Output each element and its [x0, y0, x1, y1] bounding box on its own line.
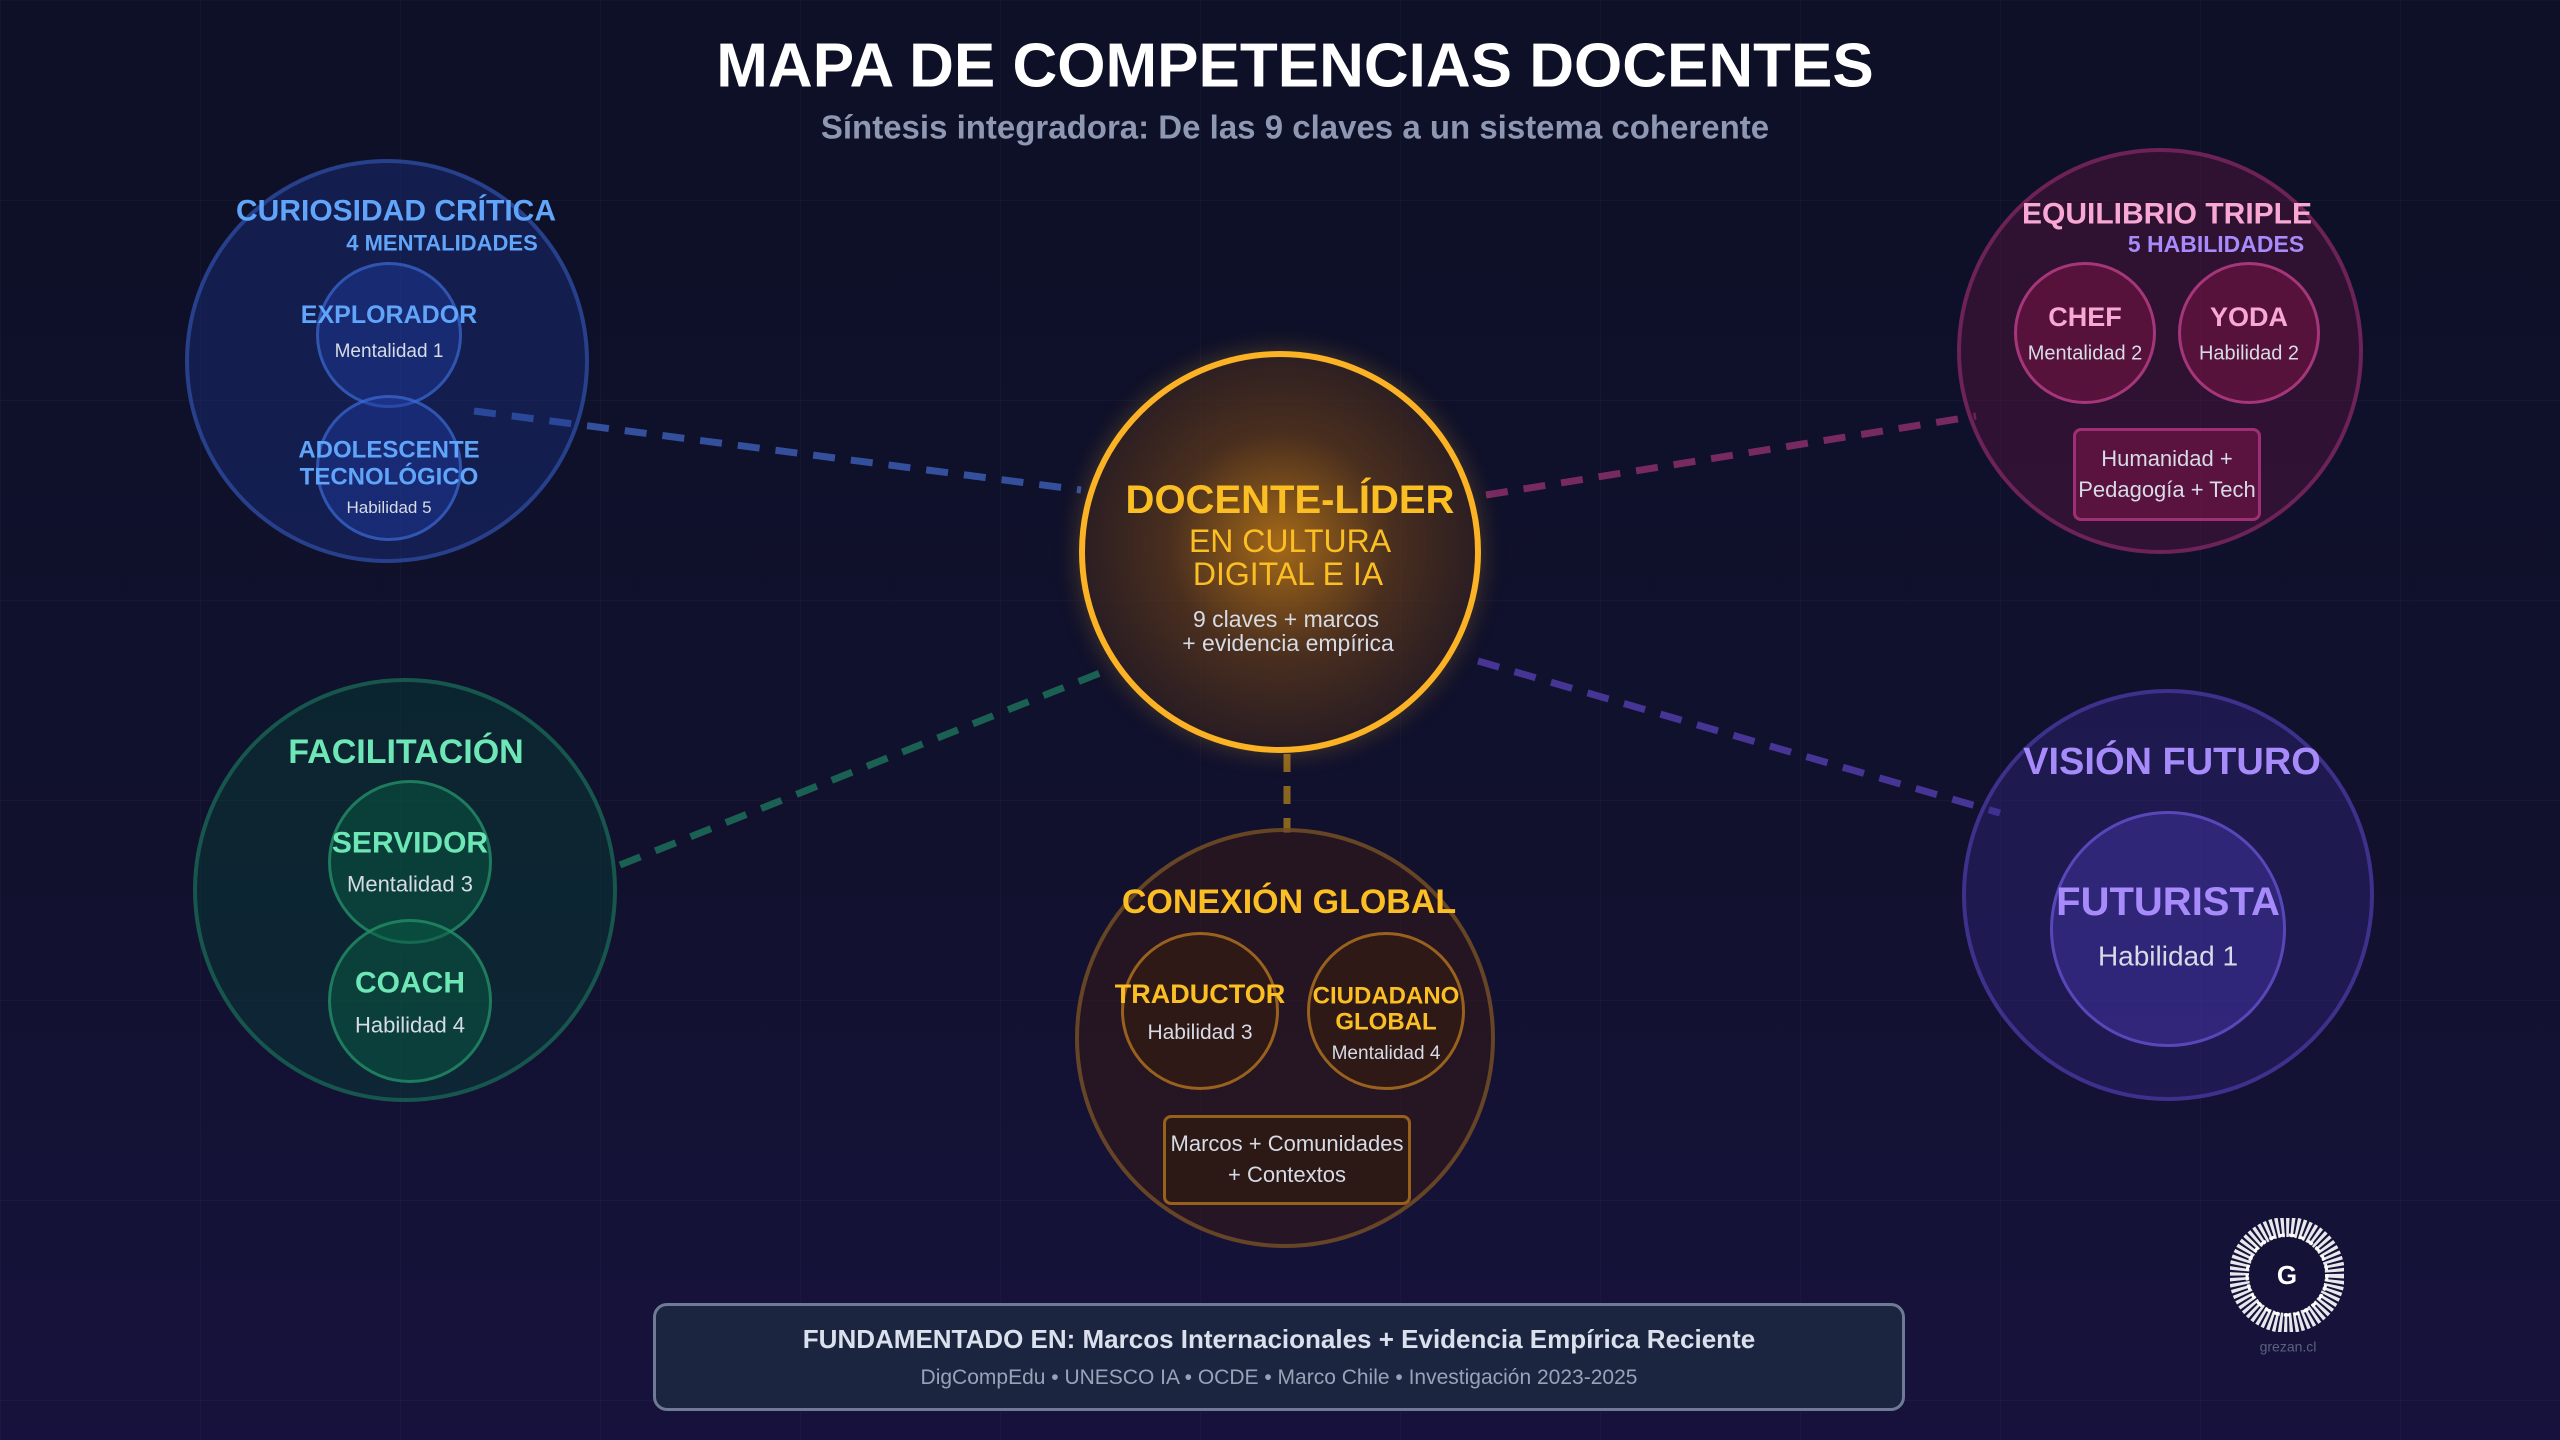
cluster-curiosidad-title: CURIOSIDAD CRÍTICA	[236, 194, 556, 228]
traductor-label: TRADUCTOR	[1114, 978, 1286, 1009]
cluster-conexion-title: CONEXIÓN GLOBAL	[1121, 883, 1457, 922]
connector-vision	[1477, 657, 2001, 817]
svg-text:G: G	[2277, 1260, 2297, 1290]
yoda-circle[interactable]	[2178, 262, 2320, 404]
logo-icon: G	[2229, 1217, 2345, 1333]
central-note2: + evidencia empírica	[1182, 629, 1394, 656]
connector-curiosidad	[473, 407, 1082, 494]
equilibrio-summary-line1: Humanidad +	[2101, 445, 2233, 471]
conexion-summary-line1: Marcos + Comunidades	[1170, 1131, 1404, 1157]
central-title: DOCENTE-LÍDER	[1125, 478, 1455, 522]
cluster-equilibrio-subtitle: 5 HABILIDADES	[2127, 230, 2305, 257]
explorador-label: EXPLORADOR	[300, 300, 478, 329]
servidor-tag: Mentalidad 3	[347, 871, 473, 897]
chef-circle[interactable]	[2014, 262, 2156, 404]
cluster-equilibrio-title: EQUILIBRIO TRIPLE	[2021, 197, 2313, 231]
cluster-vision-title: VISIÓN FUTURO	[2023, 741, 2321, 784]
ciudadano-label-1: CIUDADANO	[1312, 982, 1460, 1010]
central-glow-circle[interactable]	[1079, 351, 1481, 753]
chef-label: CHEF	[2048, 301, 2122, 332]
central-line2: DIGITAL E IA	[1192, 556, 1384, 593]
conexion-summary-box: Marcos + Comunidades + Contextos	[1163, 1115, 1411, 1205]
coach-tag: Habilidad 4	[354, 1012, 466, 1038]
servidor-circle[interactable]	[328, 780, 492, 944]
cluster-curiosidad-subtitle: 4 MENTALIDADES	[346, 230, 538, 256]
ciudadano-label-2: GLOBAL	[1335, 1008, 1437, 1036]
adolescente-circle[interactable]	[316, 395, 462, 541]
page-subtitle: Síntesis integradora: De las 9 claves a …	[820, 108, 1770, 146]
ciudadano-tag: Mentalidad 4	[1331, 1043, 1441, 1065]
footer-title: FUNDAMENTADO EN: Marcos Internacionales …	[802, 1324, 1756, 1355]
footer-box: FUNDAMENTADO EN: Marcos Internacionales …	[653, 1303, 1905, 1411]
coach-circle[interactable]	[328, 919, 492, 1083]
central-note1: 9 claves + marcos	[1193, 605, 1379, 632]
traductor-tag: Habilidad 3	[1147, 1020, 1253, 1044]
coach-label: COACH	[355, 966, 465, 1000]
connector-equilibrio	[1485, 412, 1977, 499]
logo-text[interactable]: grezan.cl	[2259, 1338, 2317, 1355]
futurista-label: FUTURISTA	[2056, 880, 2280, 924]
conexion-summary-line2: + Contextos	[1227, 1162, 1346, 1187]
equilibrio-summary-line2: Pedagogía + Tech	[2078, 476, 2256, 502]
traductor-circle[interactable]	[1121, 932, 1279, 1090]
footer-sources: DigCompEdu • UNESCO IA • OCDE • Marco Ch…	[920, 1366, 1638, 1389]
futurista-circle[interactable]	[2050, 811, 2286, 1047]
page-title: MAPA DE COMPETENCIAS DOCENTES	[716, 31, 1874, 101]
adolescente-label-1: ADOLESCENTE	[298, 436, 480, 464]
adolescente-tag: Habilidad 5	[346, 498, 432, 518]
yoda-tag: Habilidad 2	[2198, 342, 2300, 365]
futurista-tag: Habilidad 1	[2097, 940, 2239, 972]
explorador-circle[interactable]	[316, 262, 462, 408]
ciudadano-circle[interactable]	[1307, 932, 1465, 1090]
yoda-label: YODA	[2209, 301, 2289, 332]
cluster-facilitacion-title: FACILITACIÓN	[288, 733, 524, 772]
adolescente-label-2: TECNOLÓGICO	[299, 463, 479, 491]
connector-facilitacion	[618, 665, 1112, 869]
equilibrio-summary-box: Humanidad + Pedagogía + Tech	[2073, 428, 2261, 521]
servidor-label: SERVIDOR	[331, 826, 489, 860]
chef-tag: Mentalidad 2	[2027, 342, 2143, 365]
central-line1: EN CULTURA	[1188, 523, 1392, 560]
explorador-tag: Mentalidad 1	[334, 341, 444, 363]
